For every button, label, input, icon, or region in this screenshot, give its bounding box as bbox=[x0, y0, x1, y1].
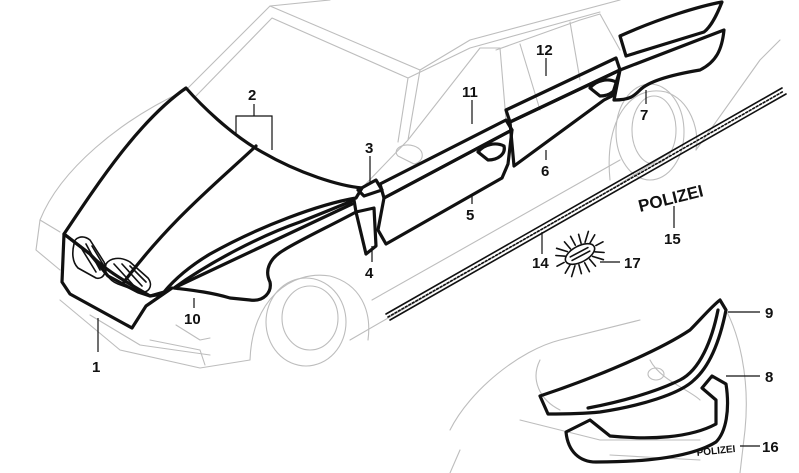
callout-14: 14 bbox=[532, 255, 549, 272]
callout-5: 5 bbox=[466, 207, 474, 224]
part-2-hood-center-line bbox=[122, 144, 258, 284]
callout-10: 10 bbox=[184, 311, 201, 328]
rear-door-handle bbox=[588, 78, 618, 98]
front-door-handle bbox=[476, 142, 506, 162]
part-3-pillar-trim bbox=[356, 178, 384, 198]
part-14-sill-strip bbox=[385, 87, 787, 321]
callout-4: 4 bbox=[365, 265, 374, 282]
leader-lines bbox=[97, 58, 760, 447]
part-1-front-bumper-foil bbox=[60, 232, 174, 330]
callout-labels: 1 2 3 4 5 6 7 8 9 10 11 12 14 15 16 17 bbox=[92, 42, 779, 456]
callout-16: 16 bbox=[762, 439, 779, 456]
part-7-rear-quarter-foil bbox=[618, 0, 724, 58]
callout-7: 7 bbox=[640, 107, 648, 124]
part-10-fender-strip bbox=[176, 202, 354, 288]
part-9-trunk-lid-foil bbox=[538, 298, 728, 416]
part-2-hood-foil bbox=[62, 86, 364, 298]
part-12-rear-door-upper-strip bbox=[504, 56, 622, 124]
callout-12: 12 bbox=[536, 42, 553, 59]
part-7-rear-quarter-lower bbox=[612, 28, 726, 102]
callout-8: 8 bbox=[765, 369, 773, 386]
part-9-trunk-lid-inner bbox=[586, 308, 720, 410]
part-10-front-fender-foil bbox=[172, 198, 358, 302]
part-8-trunk-panel-foil bbox=[564, 374, 730, 464]
part-16-polizei-trunk-sticker: POLIZEI bbox=[696, 444, 736, 459]
part-4-fender-panel bbox=[354, 206, 378, 256]
callout-9: 9 bbox=[765, 305, 773, 322]
callout-6: 6 bbox=[541, 163, 549, 180]
kidney-grille bbox=[72, 236, 152, 294]
callout-15: 15 bbox=[664, 231, 681, 248]
callout-17: 17 bbox=[624, 255, 641, 272]
callout-11: 11 bbox=[462, 84, 478, 101]
part-6-rear-door-foil bbox=[508, 68, 622, 168]
callout-2: 2 bbox=[248, 87, 256, 104]
part-15-polizei-door-sticker: POLIZEI bbox=[636, 181, 705, 215]
part-17-emblem-sticker bbox=[555, 230, 605, 278]
callout-3: 3 bbox=[365, 140, 373, 157]
callout-1: 1 bbox=[92, 359, 100, 376]
part-5-front-door-foil bbox=[376, 128, 514, 246]
